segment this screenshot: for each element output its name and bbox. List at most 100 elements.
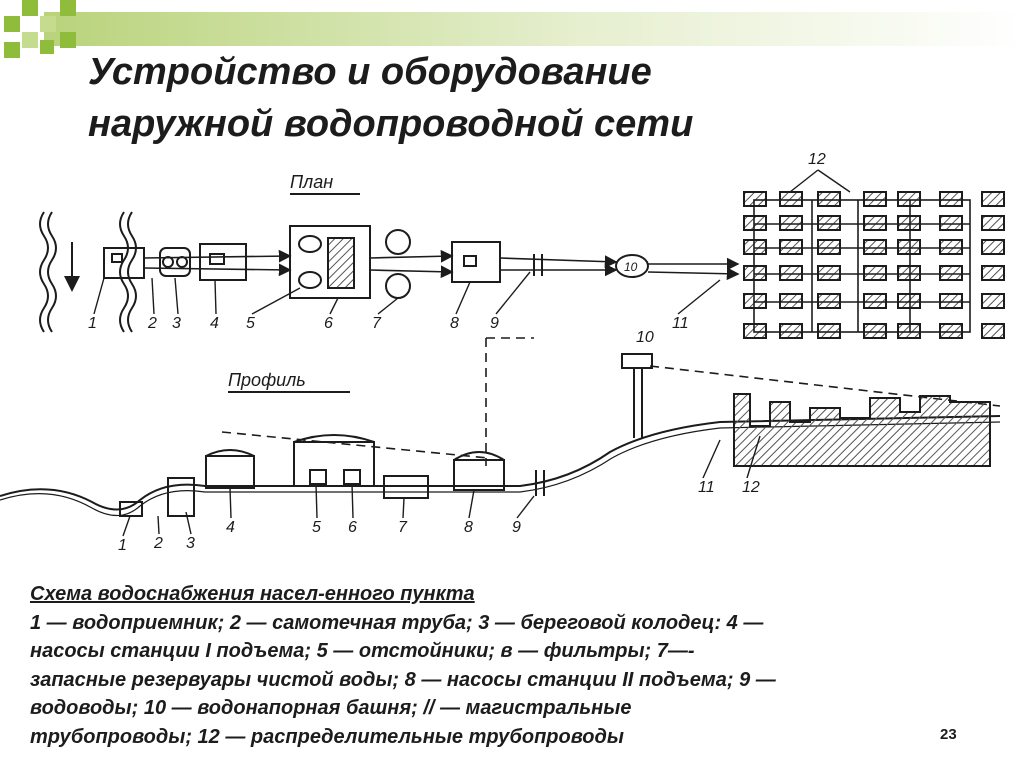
deco-square	[40, 40, 54, 54]
tower-label: 10	[636, 329, 654, 346]
city-block	[817, 239, 841, 255]
tower-number: 10	[624, 260, 638, 274]
leader-line	[174, 277, 179, 315]
city-block	[817, 191, 841, 207]
water-intake	[111, 253, 123, 263]
profile-leader-lines	[122, 435, 761, 537]
leader-line	[377, 297, 399, 315]
water-supply-scheme: План 10	[0, 151, 1005, 554]
pump-station-ii	[463, 255, 477, 267]
storage-tank-profile	[293, 434, 375, 487]
profile-marker-label: 3	[186, 535, 195, 552]
profile-marker-label: 7	[398, 519, 408, 536]
plan-marker-label: 4	[210, 315, 219, 332]
leader-line	[157, 515, 160, 535]
city-block	[743, 323, 767, 339]
profile-marker-label: 4	[226, 519, 235, 536]
caption-line: запасные резервуары чистой воды; 8 — нас…	[30, 668, 776, 691]
plan-marker-label: 11	[672, 315, 689, 332]
city-block	[779, 265, 803, 281]
city-block	[939, 293, 963, 309]
profile-marker-label: 2	[153, 535, 163, 552]
deco-square	[40, 16, 56, 32]
reservoir-profile	[383, 475, 429, 499]
city-block	[817, 265, 841, 281]
treatment-plant	[289, 225, 371, 299]
city-block	[779, 239, 803, 255]
profile-marker-label: 11	[698, 479, 715, 496]
city-block	[897, 239, 921, 255]
city-block	[863, 215, 887, 231]
city-buildings	[733, 393, 991, 467]
deco-square	[60, 0, 76, 16]
city-block	[897, 265, 921, 281]
leader-line	[746, 435, 761, 479]
water-intake	[103, 247, 145, 279]
deco-square	[60, 32, 76, 48]
plan-marker-label: 8	[450, 315, 459, 332]
filter-profile	[309, 469, 327, 485]
city-block	[743, 293, 767, 309]
slide-title: Устройство и оборудование наружной водоп…	[88, 46, 988, 150]
pump-station-i	[209, 253, 225, 265]
plan-leader-lines	[93, 271, 721, 315]
city-block	[939, 191, 963, 207]
city-block	[779, 293, 803, 309]
plan-marker-label: 3	[172, 315, 181, 332]
plan-marker-label: 7	[372, 315, 382, 332]
city-block	[743, 191, 767, 207]
leader-line	[789, 169, 819, 193]
page-number: 23	[940, 726, 957, 743]
filter-profile	[343, 469, 361, 485]
profile-marker-label: 5	[312, 519, 321, 536]
city-block	[743, 215, 767, 231]
river-banks	[39, 211, 137, 333]
city-block	[779, 191, 803, 207]
network-label: 12	[808, 151, 826, 168]
city-block	[897, 323, 921, 339]
city-block	[863, 239, 887, 255]
leader-line	[185, 511, 192, 535]
city-block	[939, 215, 963, 231]
caption-line: насосы станции I подъема; 5 — отстойники…	[30, 640, 695, 662]
city-block	[939, 323, 963, 339]
leader-line	[251, 287, 301, 315]
deco-square	[22, 32, 38, 48]
leader-line	[351, 483, 354, 519]
plan-label: План	[290, 172, 333, 192]
leader-line	[93, 277, 105, 315]
leader-line	[677, 279, 721, 315]
city-block	[817, 215, 841, 231]
city-block	[863, 191, 887, 207]
profile-marker-label: 6	[348, 519, 357, 536]
city-block	[981, 293, 1005, 309]
diagram-caption: Схема водоснабжения насел-енного пункта …	[30, 580, 1005, 751]
plan-view: План 10	[39, 151, 1005, 339]
slide-title-line: наружной водопроводной сети	[88, 103, 694, 145]
profile-marker-label: 8	[464, 519, 473, 536]
water-tower	[621, 353, 653, 438]
leader-line	[702, 439, 721, 479]
leader-line	[315, 483, 318, 519]
city-block	[981, 323, 1005, 339]
leader-line	[495, 271, 531, 315]
city-block	[897, 191, 921, 207]
city-block	[981, 239, 1005, 255]
deco-square	[4, 42, 20, 58]
profile-marker-label: 1	[118, 537, 127, 554]
plan-marker-label: 6	[324, 315, 333, 332]
ground-line	[0, 421, 1001, 517]
city-block	[779, 215, 803, 231]
city-block	[863, 293, 887, 309]
title-band	[44, 12, 1024, 46]
deco-square	[22, 0, 38, 16]
city-block	[981, 265, 1005, 281]
shore-well-profile	[167, 477, 195, 517]
shore-well	[159, 247, 191, 277]
corner-decoration	[4, 0, 1024, 58]
caption-line: трубопроводы; 12 — распределительные тру…	[30, 725, 624, 748]
profile-marker-label: 9	[512, 519, 521, 536]
intake-profile	[119, 501, 143, 517]
